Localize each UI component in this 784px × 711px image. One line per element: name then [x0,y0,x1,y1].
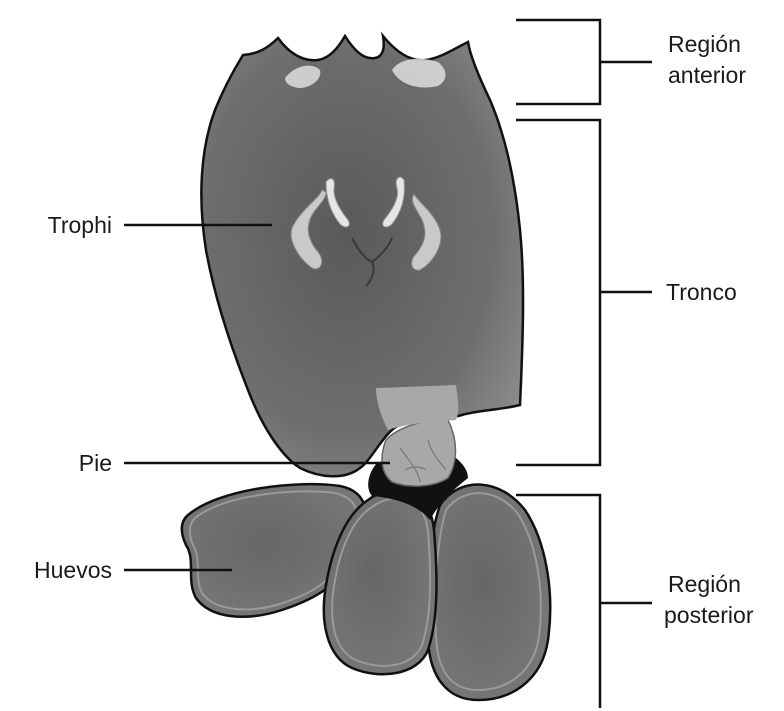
egg-right [427,485,550,700]
label-trophi: Trophi [48,212,112,238]
bracket-tronco [516,120,652,465]
label-tronco: Tronco [666,279,737,305]
label-pie: Pie [79,450,112,476]
label-posterior-line1: Región [668,571,741,597]
label-anterior-line1: Región [668,31,741,57]
eggs-group [182,484,551,700]
label-huevos: Huevos [34,557,112,583]
label-anterior-line2: anterior [668,62,746,88]
label-posterior-line2: posterior [664,602,754,628]
body-lorica [201,36,523,476]
bracket-anterior [516,20,652,104]
